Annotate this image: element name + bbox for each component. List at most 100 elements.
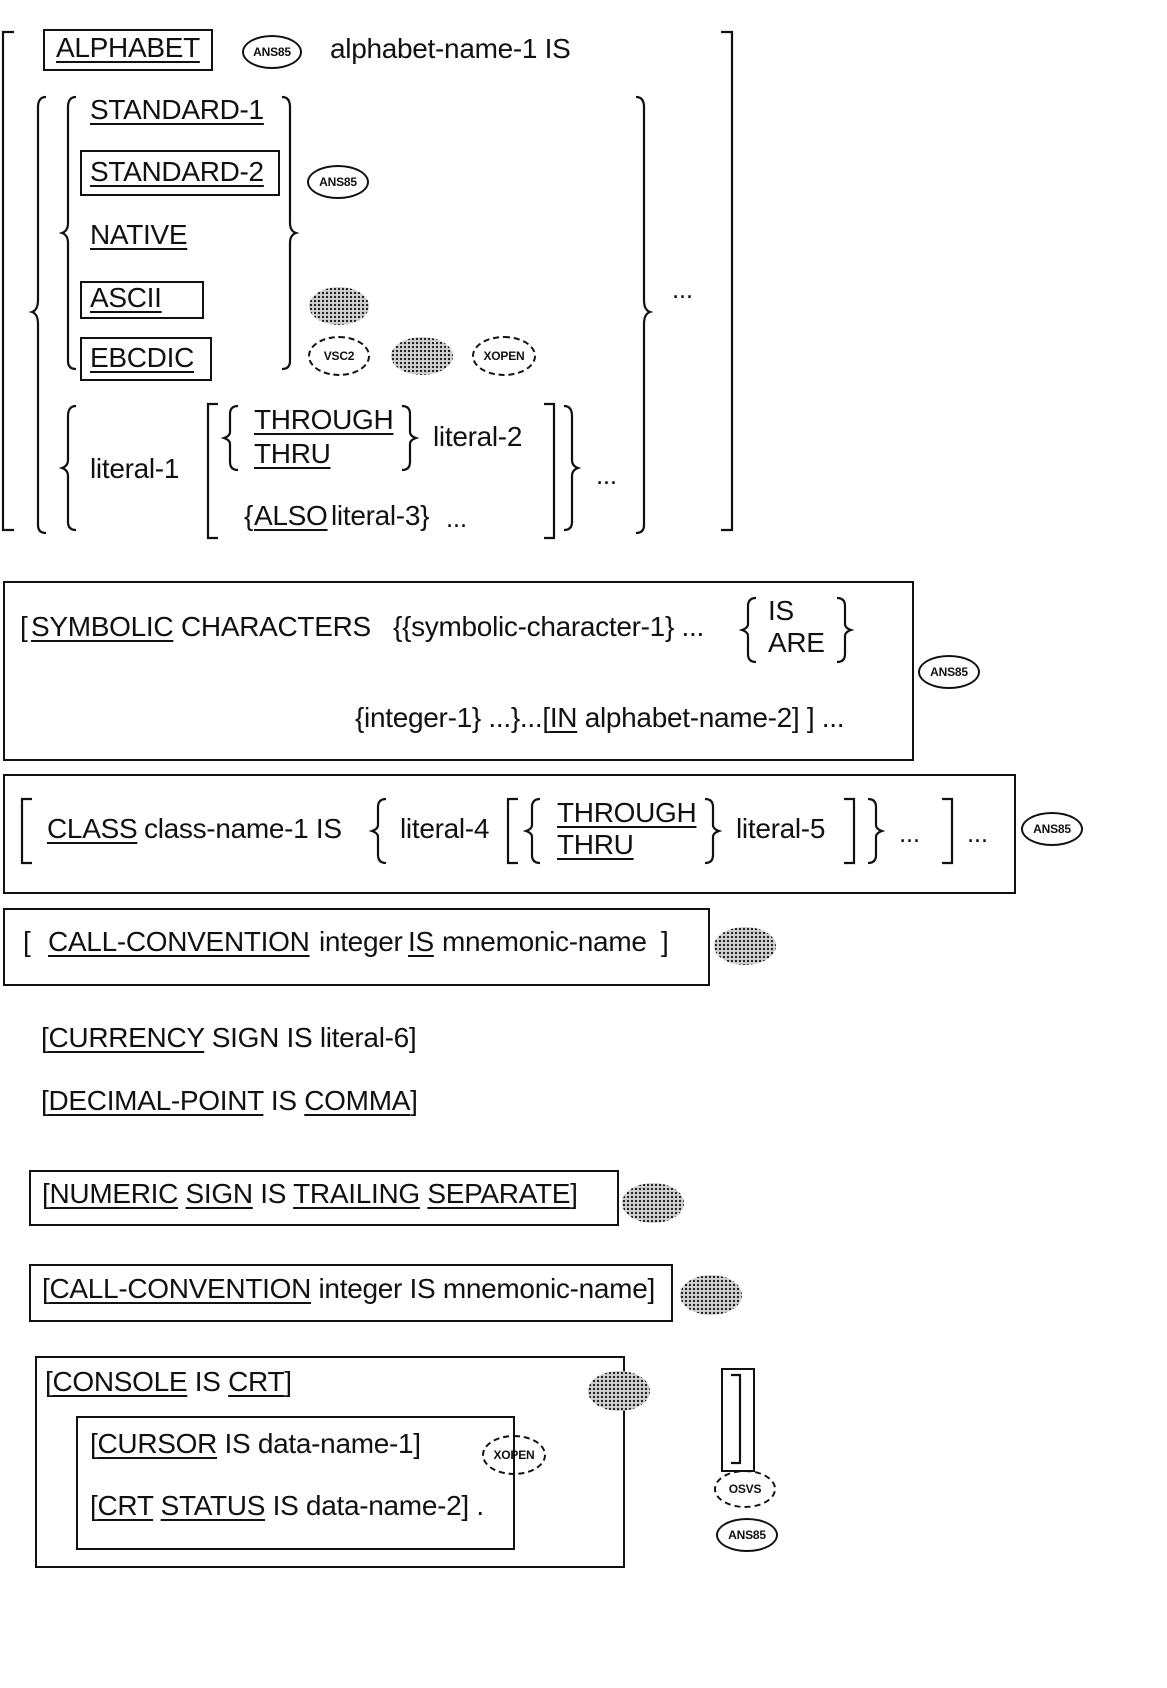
- numeric-keyword: NUMERIC: [49, 1178, 179, 1209]
- also-ellipsis: ...: [446, 503, 467, 533]
- choice-left-brace: [28, 95, 47, 535]
- mf-badge: MF: [680, 1275, 742, 1315]
- literal-1-text: literal-1: [90, 453, 180, 484]
- keyword-left-brace: [58, 95, 77, 371]
- numeric-sign-box: [29, 1170, 619, 1226]
- through-right-brace: [704, 797, 723, 865]
- through-keyword: THROUGH: [254, 404, 394, 435]
- osvs-inner-bracket: [731, 1373, 742, 1465]
- through-right-bracket: [844, 797, 856, 865]
- is-word: IS: [768, 595, 794, 626]
- class-box: [3, 774, 1016, 894]
- outer-right-bracket: [721, 30, 734, 532]
- crt-keyword: CRT: [97, 1490, 154, 1521]
- call-convention-keyword: CALL-CONVENTION: [49, 1273, 312, 1304]
- mf-badge: MF: [622, 1183, 684, 1223]
- osvs-badge: OSVS: [714, 1470, 776, 1508]
- close-bracket: ]: [570, 1178, 578, 1209]
- standard-1-keyword: STANDARD-1: [90, 94, 264, 125]
- alphabet-name: alphabet-name-1 IS: [330, 33, 571, 64]
- console-keyword: CONSOLE: [52, 1366, 188, 1397]
- open-bracket: [: [41, 1085, 49, 1116]
- literal-4-text: literal-4: [400, 813, 490, 844]
- range-right-bracket: [544, 402, 556, 540]
- thru-keyword: THRU: [254, 438, 331, 469]
- mf-badge: MF: [714, 927, 776, 965]
- integer-line-post: alphabet-name-2] ] ...: [577, 702, 845, 733]
- literal-5-text: literal-5: [736, 813, 826, 844]
- status-keyword: STATUS: [160, 1490, 266, 1521]
- symbolic-box: [3, 581, 914, 761]
- class-name-text: class-name-1 IS: [144, 813, 342, 844]
- range-left-bracket: [206, 402, 218, 540]
- literal-group-ellipsis: ...: [596, 460, 617, 490]
- literal-3-text: literal-3}: [331, 500, 430, 531]
- ascii-box: [80, 281, 204, 319]
- are-word: ARE: [768, 627, 825, 658]
- class-right-bracket: [942, 797, 954, 865]
- vsc2-badge: VSC2: [308, 336, 370, 376]
- currency-clause: [CURRENCY SIGN IS literal-6]: [41, 1022, 417, 1053]
- mf-badge: MF: [588, 1371, 650, 1411]
- cursor-crt-box: [76, 1416, 515, 1550]
- sign-keyword: SIGN: [185, 1178, 254, 1209]
- is-are-right-brace: [836, 596, 855, 664]
- integer-line: {integer-1} ...}...[IN alphabet-name-2] …: [355, 702, 845, 733]
- literal-right-brace: [563, 404, 582, 532]
- open-bracket: [: [42, 1178, 50, 1209]
- xopen-badge: XOPEN: [472, 336, 536, 376]
- class-keyword: CLASS: [47, 813, 138, 844]
- through-left-brace: [220, 404, 239, 472]
- call-convention-text: [CALL-CONVENTION integer IS mnemonic-nam…: [42, 1275, 655, 1303]
- literal-4-right-brace: [867, 797, 886, 865]
- numeric-sign-text: [NUMERIC SIGN IS TRAILING SEPARATE]: [42, 1180, 578, 1208]
- ebcdic-keyword: EBCDIC: [90, 342, 194, 373]
- ans85-badge: ANS85: [307, 165, 369, 199]
- mf-badge: MF: [309, 287, 369, 325]
- is-are-left-brace: [738, 596, 757, 664]
- in-keyword: IN: [549, 702, 578, 733]
- characters-word: CHARACTERS: [181, 611, 371, 642]
- call-convention-box: [29, 1264, 673, 1322]
- ans85-badge: ANS85: [242, 35, 302, 69]
- open-bracket: [: [42, 1273, 50, 1304]
- through-left-brace: [522, 797, 541, 865]
- native-keyword: NATIVE: [90, 219, 188, 250]
- open-bracket: [: [41, 1022, 49, 1053]
- cursor-rest: IS data-name-1]: [224, 1428, 422, 1459]
- open-bracket: [: [90, 1428, 98, 1459]
- ebcdic-box: [80, 337, 212, 381]
- comma-keyword: COMMA: [304, 1085, 411, 1116]
- console-text: [CONSOLE IS CRT]: [45, 1368, 292, 1396]
- is-word: IS: [194, 1366, 221, 1397]
- literal-4-left-brace: [368, 797, 387, 865]
- close-bracket: ]: [661, 926, 669, 957]
- class-ellipsis: ...: [967, 818, 988, 848]
- standard-2-keyword: STANDARD-2: [90, 156, 264, 187]
- is-word: IS: [270, 1085, 297, 1116]
- trailing-keyword: TRAILING: [293, 1178, 420, 1209]
- thru-keyword: THRU: [557, 829, 634, 860]
- separate-keyword: SEPARATE: [427, 1178, 571, 1209]
- outer-left-bracket: [1, 30, 14, 532]
- call-convention-keyword: CALL-CONVENTION: [48, 926, 310, 957]
- crt-keyword: CRT: [228, 1366, 285, 1397]
- literal-left-brace: [58, 404, 77, 532]
- currency-keyword: CURRENCY: [48, 1022, 205, 1053]
- close-bracket: ]: [284, 1366, 292, 1397]
- class-left-bracket: [20, 797, 32, 865]
- keyword-right-brace: [281, 95, 300, 371]
- crt-status-text: [CRT STATUS IS data-name-2] .: [90, 1492, 484, 1520]
- call-convention-box: [3, 908, 710, 986]
- choice-right-brace: [635, 95, 654, 535]
- through-right-brace: [401, 404, 420, 472]
- also-open-brace: {: [244, 500, 254, 531]
- is-word: IS: [260, 1178, 287, 1209]
- literal-2-text: literal-2: [433, 421, 523, 452]
- decimal-point-clause: [DECIMAL-POINT IS COMMA]: [41, 1087, 418, 1115]
- literal-ellipsis: ...: [899, 818, 920, 848]
- decimal-point-keyword: DECIMAL-POINT: [48, 1085, 264, 1116]
- mf-badge: MF: [391, 337, 453, 375]
- ans85-badge: ANS85: [1021, 812, 1083, 846]
